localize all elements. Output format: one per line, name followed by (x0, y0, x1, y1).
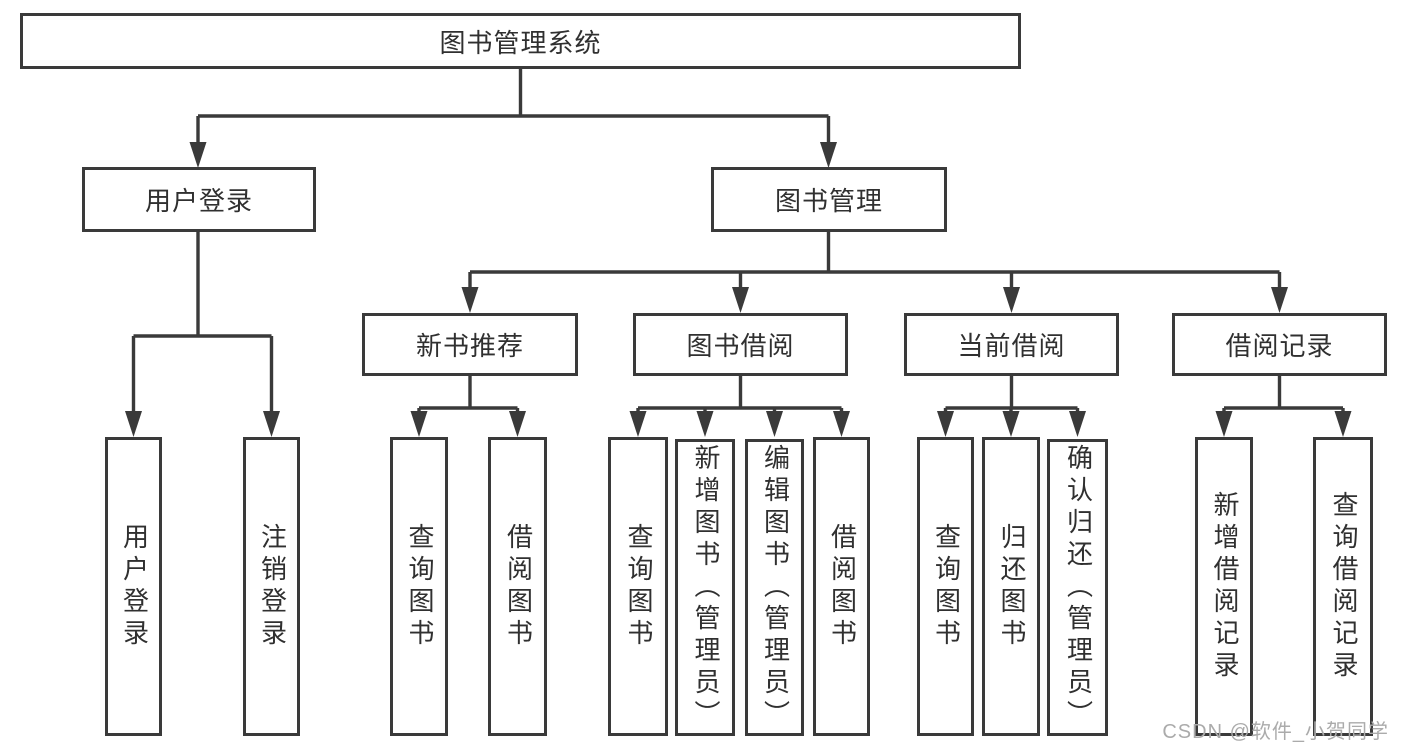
watermark-text: CSDN @软件_小贺同学 (1162, 721, 1389, 743)
leaf-logout: 注销登录 (243, 437, 300, 736)
edges-current-borrowing-to-leaves (937, 375, 1086, 437)
edges-book-management-to-level3 (461, 232, 1288, 313)
leaf-current-return-books: 归还图书 (982, 437, 1040, 736)
node-book-borrowing: 图书借阅 (633, 313, 848, 376)
node-library-system-label: 图书管理系统 (439, 27, 602, 58)
edges-root-to-level2 (189, 69, 837, 168)
leaf-records-query-borrow-record: 查询借阅记录 (1313, 437, 1373, 736)
edges-borrowing-records-to-leaves (1215, 375, 1352, 437)
edges-user-login-to-leaves (125, 232, 280, 437)
leaf-recommend-borrow-books: 借阅图书 (488, 437, 547, 736)
leaf-borrowing-add-books-admin: 新增图书（管理员） (675, 439, 735, 736)
node-current-borrowing-label: 当前借阅 (957, 331, 1066, 361)
node-book-management-label: 图书管理 (774, 186, 883, 216)
leaf-user-login: 用户登录 (105, 437, 162, 736)
node-book-borrowing-label: 图书借阅 (686, 331, 795, 361)
node-user-login: 用户登录 (82, 167, 316, 232)
node-user-login-label: 用户登录 (144, 186, 253, 216)
leaf-current-confirm-return-admin: 确认归还（管理员） (1047, 439, 1108, 736)
node-borrowing-records: 借阅记录 (1172, 313, 1387, 376)
leaf-recommend-query-books: 查询图书 (390, 437, 448, 736)
leaf-current-query-books: 查询图书 (917, 437, 974, 736)
edges-new-book-recommendation-to-leaves (410, 375, 526, 437)
edges-book-borrowing-to-leaves (629, 375, 850, 437)
leaf-records-add-borrow-record: 新增借阅记录 (1195, 437, 1253, 736)
node-library-system: 图书管理系统 (20, 13, 1021, 69)
node-current-borrowing: 当前借阅 (904, 313, 1119, 376)
node-book-management: 图书管理 (711, 167, 947, 232)
node-new-book-recommendation: 新书推荐 (362, 313, 578, 376)
leaf-borrowing-query-books: 查询图书 (608, 437, 668, 736)
leaf-borrowing-borrow-books: 借阅图书 (813, 437, 870, 736)
node-new-book-recommendation-label: 新书推荐 (415, 331, 524, 361)
leaf-borrowing-edit-books-admin: 编辑图书（管理员） (745, 439, 804, 736)
node-borrowing-records-label: 借阅记录 (1225, 331, 1334, 361)
